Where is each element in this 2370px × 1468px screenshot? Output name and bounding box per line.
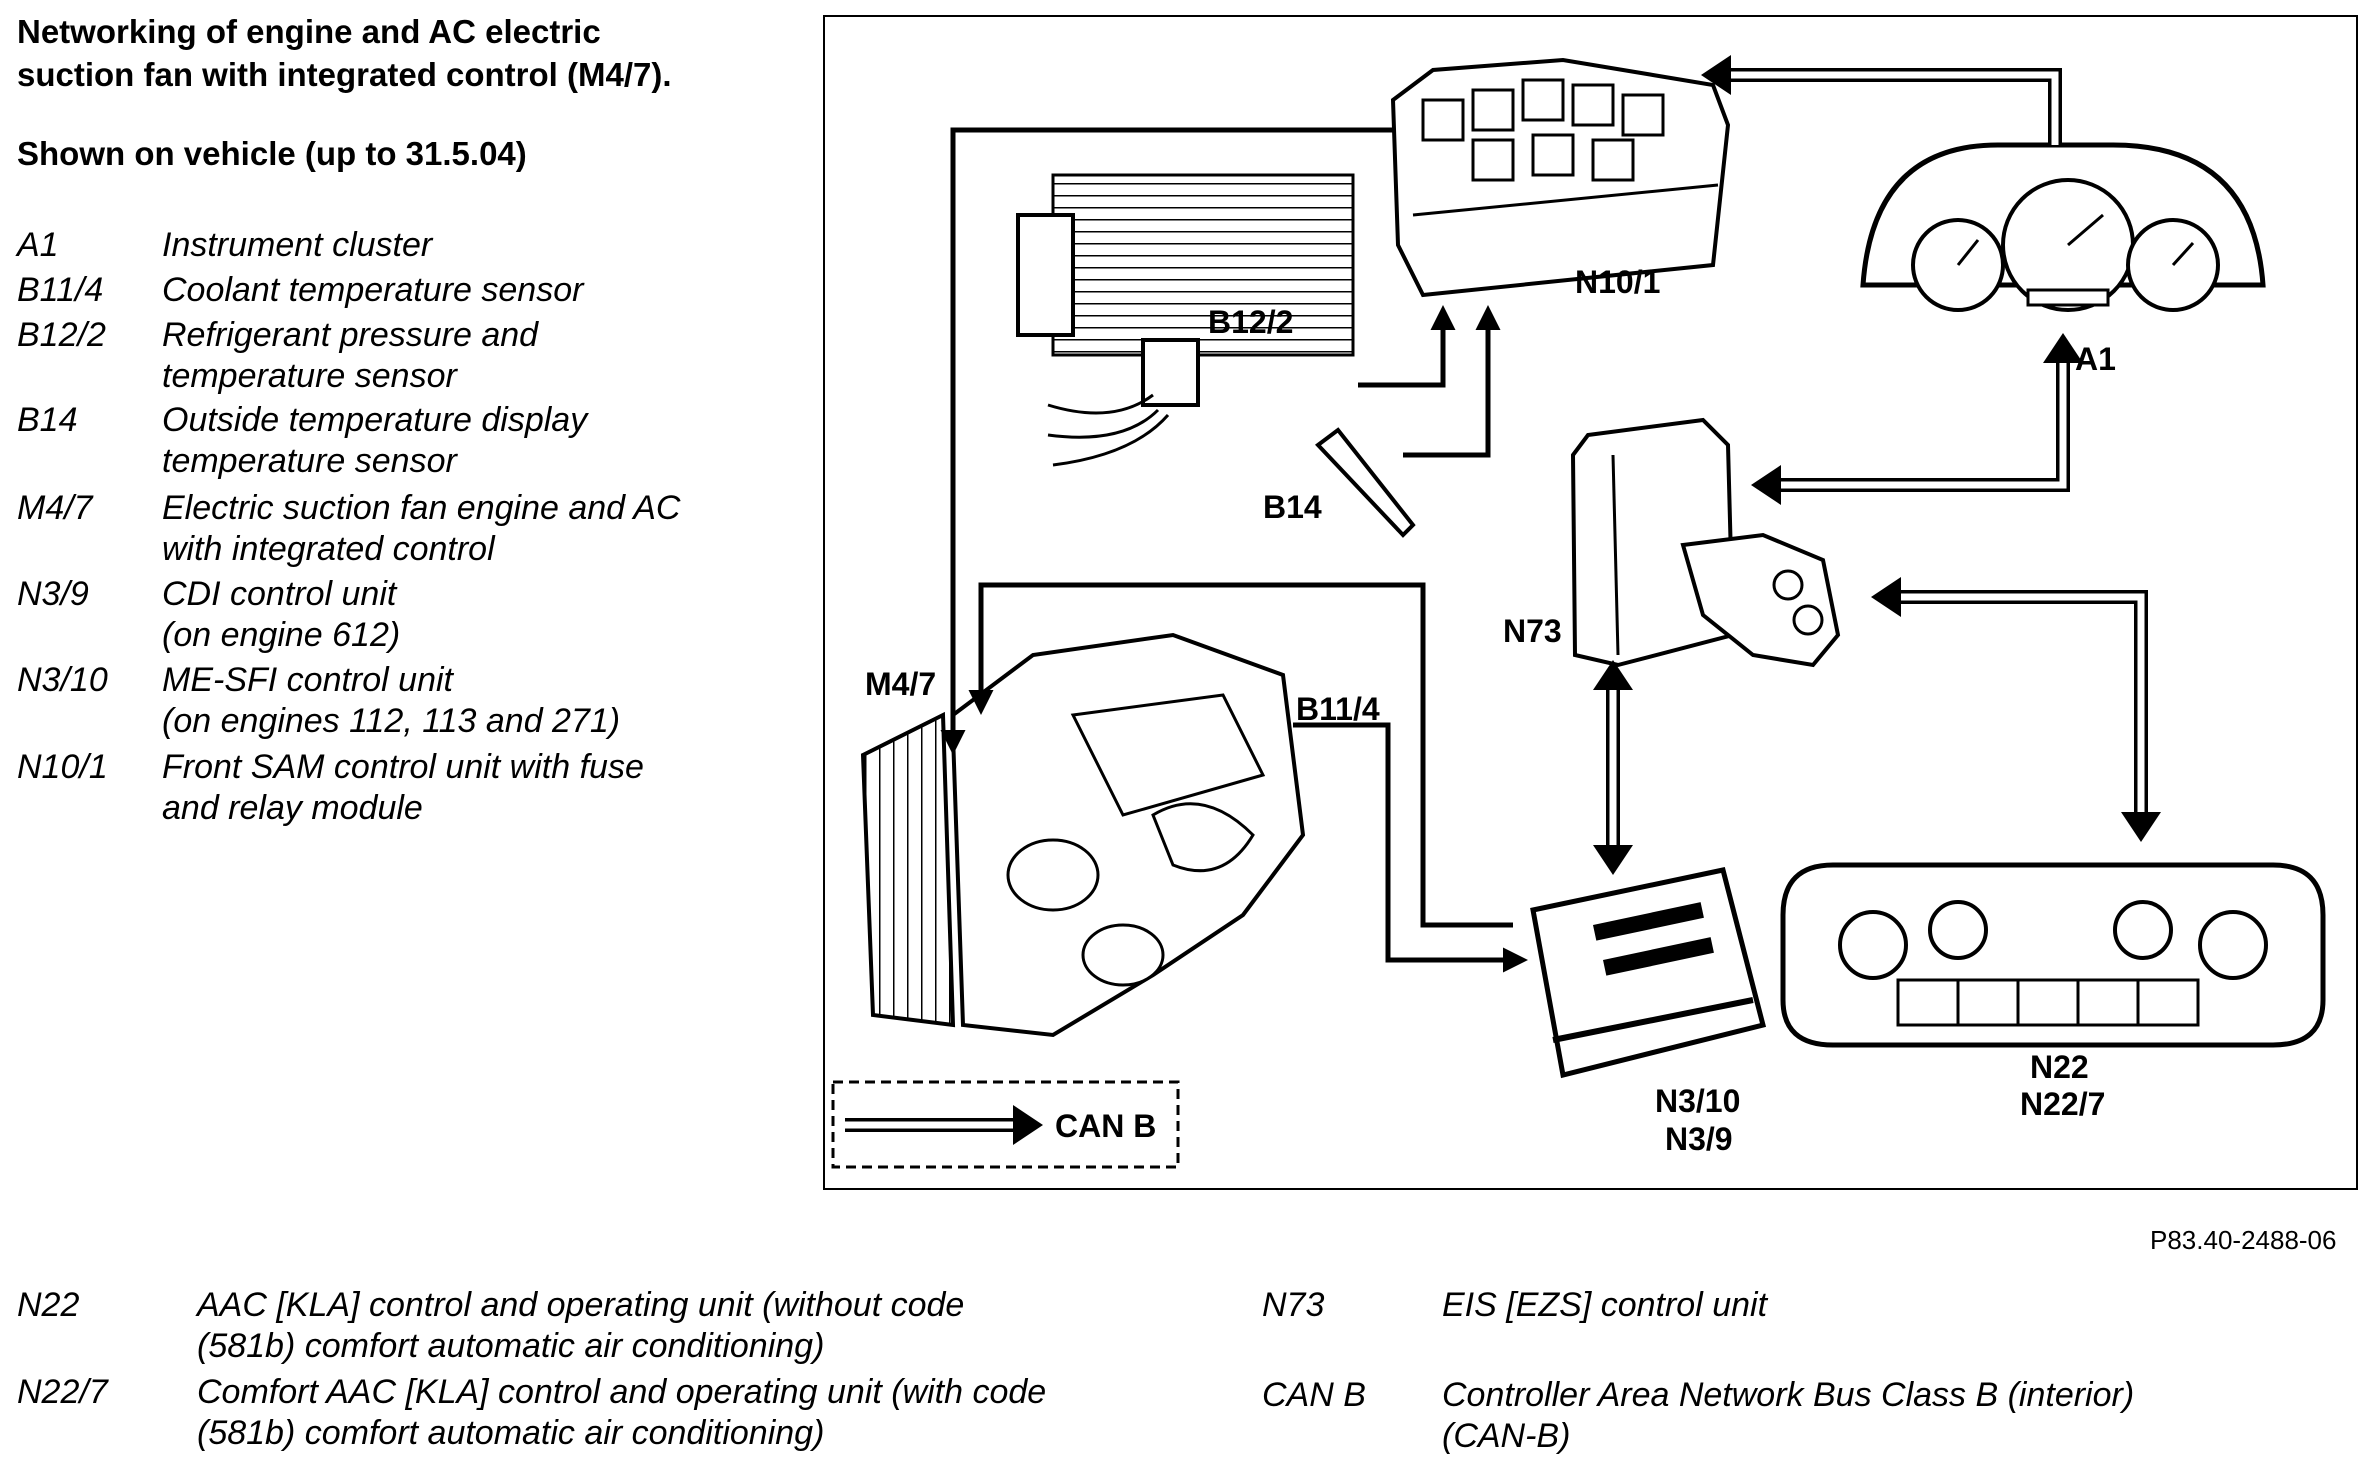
can-b-connections [1593,55,2161,875]
outside-temp-sensor-b14 [1315,427,1416,538]
legend-desc: CDI control unit (on engine 612) [162,575,401,654]
fuse-relay-module-n10-1 [1390,57,1731,298]
legend-code: A1 [17,226,59,264]
label-n73: N73 [1503,613,1562,649]
label-b14: B14 [1263,489,1322,525]
legend-code: M4/7 [17,489,93,527]
title-line-1: Networking of engine and AC electric [17,13,601,50]
b11-to-n3-line [1293,722,1528,973]
legend-desc: Comfort AAC [KLA] control and operating … [197,1373,1047,1452]
ignition-switch-n73 [1570,417,1841,668]
b14-to-n10-line [1403,305,1501,458]
can-b-legend-label: CAN B [1055,1108,1156,1144]
label-n3-10: N3/10 [1655,1083,1740,1119]
label-m4-7: M4/7 [865,666,936,702]
legend-desc: Controller Area Network Bus Class B (int… [1442,1376,2135,1455]
legend-code: N3/9 [17,575,89,613]
legend-desc: Electric suction fan engine and AC with … [162,489,681,568]
label-b12-2: B12/2 [1208,304,1293,340]
ac-control-panel-n22 [1780,862,2326,1048]
figure-frame [823,15,2358,1190]
legend-desc: Coolant temperature sensor [162,271,584,309]
legend-code: N22/7 [17,1373,108,1411]
diagram-subtitle: Shown on vehicle (up to 31.5.04) [17,135,527,172]
legend-desc: Refrigerant pressure and temperature sen… [162,316,539,395]
label-n22-7: N22/7 [2020,1086,2105,1122]
condenser-b12-2 [1016,173,1355,467]
label-n22: N22 [2030,1049,2089,1085]
engine-control-unit-n3-10 [1530,867,1767,1079]
legend-code: N3/10 [17,661,108,699]
can-a1-to-n10 [1723,68,2062,145]
legend-code: B11/4 [17,271,104,309]
network-diagram: CAN B N10/1 A1 B12/2 B14 N73 M4/7 B11/4 … [831,55,2326,1169]
legend-desc: EIS [EZS] control unit [1442,1286,1768,1324]
legend-desc: Front SAM control unit with fuse and rel… [162,748,644,827]
legend-desc: ME-SFI control unit (on engines 112, 113… [162,661,621,740]
can-n73-to-a1 [1773,355,2070,492]
engine-fan-m4-7 [860,632,1306,1038]
n3-to-m4-line [968,582,1513,928]
legend-desc: Instrument cluster [162,226,433,264]
label-b11-4: B11/4 [1296,691,1380,727]
legend-code: N73 [1262,1286,1325,1324]
legend-code: N10/1 [17,748,108,786]
legend-code: B12/2 [17,316,106,354]
label-n3-9: N3/9 [1665,1121,1733,1157]
legend-code: CAN B [1262,1376,1366,1414]
label-n10-1: N10/1 [1575,264,1660,300]
legend-code: B14 [17,401,78,439]
instrument-cluster-a1 [1860,142,2266,312]
can-b-legend: CAN B [831,1080,1180,1169]
connection-lines [940,127,1528,973]
legend-code: N22 [17,1286,80,1324]
can-n73-to-n22 [1893,590,2148,820]
b12-to-n10-line [1358,305,1456,388]
label-a1: A1 [2075,341,2116,377]
n10-to-m4-line [940,127,1393,755]
legend-desc: Outside temperature display temperature … [162,401,588,480]
legend-desc: AAC [KLA] control and operating unit (wi… [197,1286,965,1365]
diagram-title: Networking of engine and AC electric suc… [17,10,672,96]
title-line-2: suction fan with integrated control (M4/… [17,56,672,93]
figure-id: P83.40-2488-06 [2150,1225,2337,1255]
